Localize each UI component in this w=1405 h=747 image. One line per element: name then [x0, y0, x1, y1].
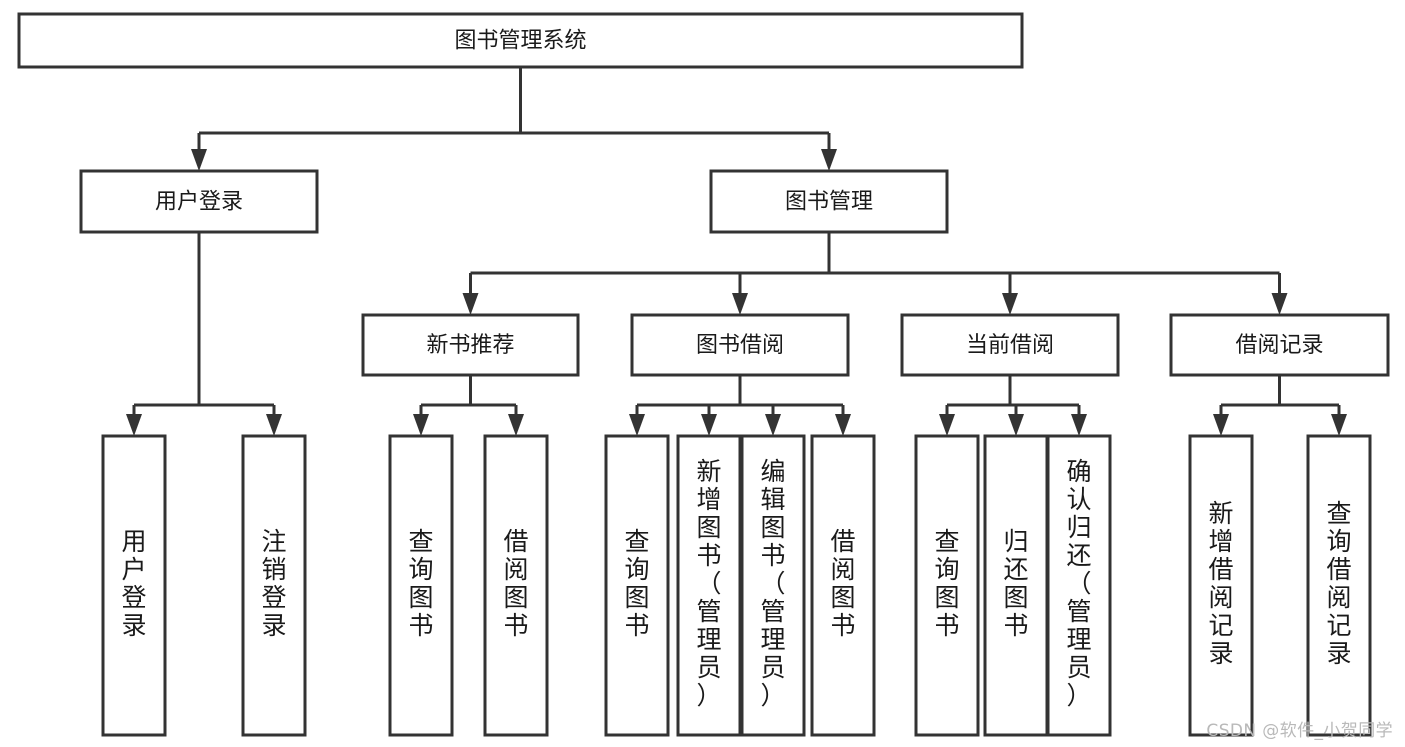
node-box-current-borrow[interactable] — [900, 313, 1120, 377]
node-box-new-book-recommend[interactable] — [361, 313, 580, 377]
node-book-manage[interactable]: 图书管理 — [709, 169, 949, 234]
node-box-book-borrow[interactable] — [630, 313, 850, 377]
node-box-leaf-logout-login[interactable] — [241, 434, 307, 737]
node-box-root[interactable] — [17, 12, 1024, 69]
node-label-current-borrow: 当前借阅 — [966, 333, 1054, 358]
arrow-head-icon — [701, 414, 717, 436]
arrow-head-icon — [508, 414, 524, 436]
connector-group-book-borrow — [629, 375, 851, 436]
arrow-head-icon — [191, 149, 207, 171]
node-book-borrow[interactable]: 图书借阅 — [630, 313, 850, 377]
node-label-leaf-edit-book-admin: 编辑图书（管理员） — [760, 457, 785, 710]
node-label-root: 图书管理系统 — [454, 29, 586, 54]
node-box-leaf-edit-book-admin[interactable] — [740, 434, 806, 737]
connector-group-current-borrow — [939, 375, 1087, 436]
node-label-leaf-query-book-current: 查询图书 — [934, 527, 959, 640]
arrow-head-icon — [835, 414, 851, 436]
node-label-user-login: 用户登录 — [155, 190, 243, 215]
node-label-leaf-query-borrow-record: 查询借阅记录 — [1326, 499, 1351, 668]
node-label-borrow-record: 借阅记录 — [1235, 333, 1323, 358]
arrow-head-icon — [266, 414, 282, 436]
connector-group-user-login — [126, 232, 282, 436]
node-box-book-manage[interactable] — [709, 169, 949, 234]
arrow-head-icon — [1008, 414, 1024, 436]
node-label-leaf-borrow-book-borrow: 借阅图书 — [830, 527, 855, 640]
node-leaf-query-borrow-record[interactable]: 查询借阅记录 — [1306, 434, 1372, 737]
arrow-head-icon — [462, 293, 479, 315]
node-box-leaf-borrow-book-recommend[interactable] — [483, 434, 549, 737]
node-label-leaf-query-book-recommend: 查询图书 — [408, 527, 433, 640]
node-label-book-manage: 图书管理 — [785, 190, 873, 215]
node-label-leaf-confirm-return-admin: 确认归还（管理员） — [1066, 457, 1091, 710]
node-box-leaf-add-borrow-record[interactable] — [1188, 434, 1254, 737]
node-leaf-confirm-return-admin[interactable]: 确认归还（管理员） — [1046, 434, 1112, 737]
node-box-leaf-return-book[interactable] — [983, 434, 1049, 737]
node-label-leaf-logout-login: 注销登录 — [261, 527, 286, 640]
node-label-leaf-borrow-book-recommend: 借阅图书 — [503, 527, 528, 640]
arrow-head-icon — [1271, 293, 1288, 315]
node-leaf-edit-book-admin[interactable]: 编辑图书（管理员） — [740, 434, 806, 737]
arrow-head-icon — [765, 414, 781, 436]
connector-group-borrow-record — [1213, 375, 1347, 436]
node-root[interactable]: 图书管理系统 — [17, 12, 1024, 69]
node-user-login[interactable]: 用户登录 — [79, 169, 319, 234]
arrow-head-icon — [126, 414, 142, 436]
node-leaf-return-book[interactable]: 归还图书 — [983, 434, 1049, 737]
connector-group-root — [191, 67, 837, 171]
arrow-head-icon — [413, 414, 429, 436]
node-box-leaf-add-book-admin[interactable] — [676, 434, 742, 737]
arrow-head-icon — [939, 414, 955, 436]
node-box-leaf-query-book-recommend[interactable] — [388, 434, 454, 737]
node-box-leaf-query-book-current[interactable] — [914, 434, 980, 737]
arrow-head-icon — [1331, 414, 1347, 436]
node-leaf-query-book-borrow[interactable]: 查询图书 — [604, 434, 670, 737]
node-layer: 图书管理系统用户登录图书管理新书推荐图书借阅当前借阅借阅记录用户登录注销登录查询… — [17, 12, 1390, 737]
node-label-leaf-user-login: 用户登录 — [121, 527, 146, 640]
node-new-book-recommend[interactable]: 新书推荐 — [361, 313, 580, 377]
arrow-head-icon — [1071, 414, 1087, 436]
node-leaf-borrow-book-recommend[interactable]: 借阅图书 — [483, 434, 549, 737]
node-label-leaf-add-book-admin: 新增图书（管理员） — [696, 457, 721, 710]
node-leaf-logout-login[interactable]: 注销登录 — [241, 434, 307, 737]
node-leaf-query-book-recommend[interactable]: 查询图书 — [388, 434, 454, 737]
arrow-head-icon — [821, 149, 837, 171]
connector-group-new-book-recommend — [413, 375, 524, 436]
arrow-head-icon — [629, 414, 645, 436]
node-label-leaf-query-book-borrow: 查询图书 — [624, 527, 649, 640]
node-box-leaf-query-borrow-record[interactable] — [1306, 434, 1372, 737]
node-box-leaf-confirm-return-admin[interactable] — [1046, 434, 1112, 737]
node-leaf-query-book-current[interactable]: 查询图书 — [914, 434, 980, 737]
node-label-book-borrow: 图书借阅 — [696, 333, 784, 358]
node-box-leaf-query-book-borrow[interactable] — [604, 434, 670, 737]
node-leaf-borrow-book-borrow[interactable]: 借阅图书 — [810, 434, 876, 737]
node-current-borrow[interactable]: 当前借阅 — [900, 313, 1120, 377]
connector-group-book-manage — [462, 232, 1288, 315]
node-leaf-user-login[interactable]: 用户登录 — [101, 434, 167, 737]
node-label-leaf-add-borrow-record: 新增借阅记录 — [1208, 499, 1233, 668]
node-leaf-add-borrow-record[interactable]: 新增借阅记录 — [1188, 434, 1254, 737]
node-label-new-book-recommend: 新书推荐 — [426, 333, 514, 358]
node-box-leaf-borrow-book-borrow[interactable] — [810, 434, 876, 737]
node-box-borrow-record[interactable] — [1169, 313, 1390, 377]
connector-layer — [126, 67, 1347, 436]
arrow-head-icon — [1213, 414, 1229, 436]
arrow-head-icon — [732, 293, 748, 315]
arrow-head-icon — [1002, 293, 1018, 315]
node-label-leaf-return-book: 归还图书 — [1003, 527, 1028, 640]
node-leaf-add-book-admin[interactable]: 新增图书（管理员） — [676, 434, 742, 737]
node-box-leaf-user-login[interactable] — [101, 434, 167, 737]
node-borrow-record[interactable]: 借阅记录 — [1169, 313, 1390, 377]
node-box-user-login[interactable] — [79, 169, 319, 234]
csdn-watermark: CSDN @软件_小贺同学 — [1206, 721, 1393, 741]
